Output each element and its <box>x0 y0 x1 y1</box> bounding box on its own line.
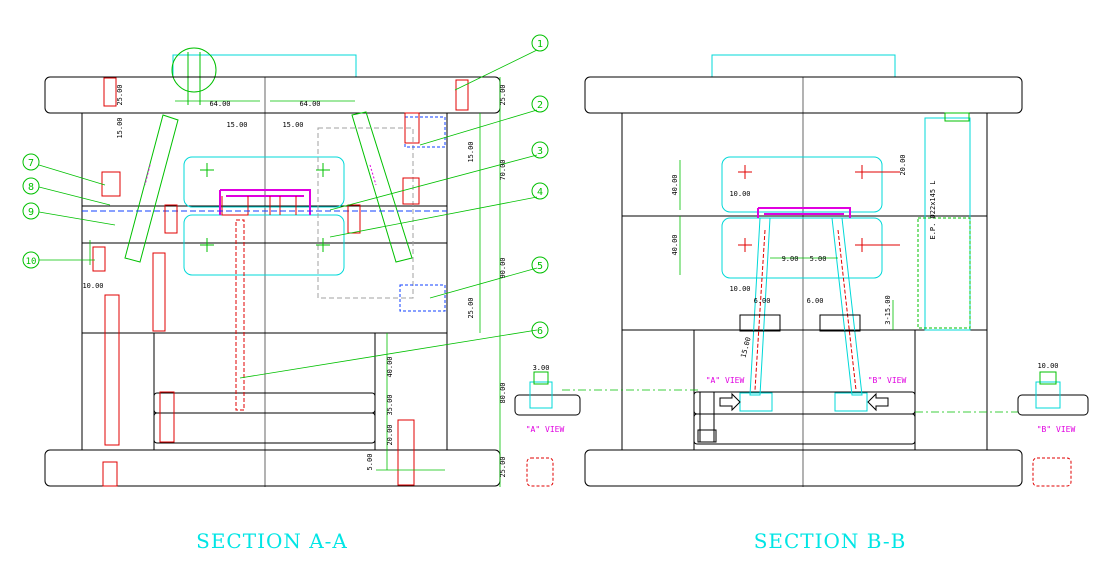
core-plate-b <box>621 215 988 331</box>
label-a-view-detail: "A" VIEW <box>526 425 565 434</box>
lifter-right-a <box>351 111 413 263</box>
dim-b-center-right: 5.00 <box>810 255 827 263</box>
dim-b-small-top: 10.00 <box>729 190 750 198</box>
arrow-a-view <box>719 392 741 412</box>
top-clamp-plate-a <box>44 76 501 114</box>
leader-lines-a <box>38 49 538 379</box>
sprue-circle-a <box>171 47 217 93</box>
ejector-plate-b <box>693 413 916 445</box>
dim-a-left-small: 10.00 <box>82 282 103 290</box>
lifter-left-a <box>124 114 179 263</box>
dimension-lines-a <box>89 77 501 487</box>
cavity-plate-a <box>81 112 448 207</box>
dim-a-right-5: 90.00 <box>499 257 507 278</box>
label-b-view-detail: "B" VIEW <box>1037 425 1076 434</box>
slide-outline-a <box>317 127 414 299</box>
section-title-a: SECTION A-A <box>196 529 348 553</box>
spacer-right-b <box>914 329 988 451</box>
callout-10: 10 <box>26 257 37 267</box>
lifter-right-b <box>831 217 863 396</box>
dim-a-right-6: 80.00 <box>499 382 507 403</box>
dim-a-lower-2: 35.00 <box>386 394 394 415</box>
core-insert-a <box>183 214 345 276</box>
section-b-b <box>562 54 1023 487</box>
callout-9: 9 <box>28 207 34 218</box>
core-plate-a <box>81 205 448 244</box>
detail-b-dim: 10.00 <box>1037 362 1058 370</box>
callout-3: 3 <box>537 146 543 157</box>
core-insert-b <box>721 217 883 279</box>
callout-8: 8 <box>28 182 34 193</box>
detail-view-b <box>1017 371 1089 487</box>
dim-b-low-right: 6.00 <box>807 297 824 305</box>
cavity-insert-b <box>721 156 883 213</box>
dim-a-right-4: 25.00 <box>467 297 475 318</box>
dim-a-left-mid: 15.00 <box>116 117 124 138</box>
dim-b-small-right: 20.00 <box>899 154 907 175</box>
ejector-retainer-a <box>153 392 376 414</box>
section-a-a <box>38 47 538 487</box>
dim-b-v-left-2: 40.00 <box>671 234 679 255</box>
ejector-retainer-b <box>693 391 916 415</box>
cylinder-bottom-a <box>399 284 446 312</box>
section-title-b: SECTION B-B <box>754 529 907 553</box>
dim-a-left-vertical: 25.00 <box>116 84 124 105</box>
arrow-b-view <box>867 392 889 412</box>
callout-7: 7 <box>28 158 34 169</box>
cavity-insert-a <box>183 156 345 208</box>
lifter-block-right-b <box>819 314 861 332</box>
callout-6: 6 <box>537 326 543 337</box>
label-a-view: "A" VIEW <box>706 376 745 385</box>
dim-a-right-top: 64.00 <box>299 100 320 108</box>
dim-a-right-3: 15.00 <box>467 141 475 162</box>
detail-view-a <box>514 371 581 487</box>
dim-a-lower-1: 40.00 <box>386 356 394 377</box>
dim-b-ejector-note: E.P. Ø22x145 L <box>929 180 937 239</box>
dim-a-angle-right: 15.00 <box>282 121 303 129</box>
callout-2: 2 <box>537 100 543 111</box>
support-plate-a <box>81 242 448 334</box>
dim-b-angle-small: 15.00 <box>739 336 752 358</box>
dim-b-angled: 3-15.00 <box>884 295 892 325</box>
dim-a-right-1: 25.00 <box>499 84 507 105</box>
bottom-clamp-plate-a <box>44 449 501 487</box>
bottom-clamp-plate-b <box>584 449 1023 487</box>
callout-1: 1 <box>537 39 543 50</box>
dim-a-lower-4: 5.00 <box>366 454 374 471</box>
screws-a <box>92 77 469 487</box>
lifter-block-left-b <box>739 314 781 332</box>
dim-b-low-left-2: 6.00 <box>754 297 771 305</box>
detail-a-dim: 3.00 <box>533 364 550 372</box>
dim-b-center-left: 9.00 <box>782 255 799 263</box>
lifter-left-b <box>749 217 771 396</box>
label-b-view: "B" VIEW <box>868 376 907 385</box>
dim-a-lower-3: 20.00 <box>386 424 394 445</box>
callout-4: 4 <box>537 187 543 198</box>
dim-a-angle-left: 15.00 <box>226 121 247 129</box>
core-features-a <box>221 196 297 216</box>
dim-a-right-2: 70.00 <box>499 159 507 180</box>
ejector-plate-a <box>153 412 376 444</box>
locating-ring-b <box>711 54 896 78</box>
molded-part-b <box>757 207 851 218</box>
dim-b-low-left-1: 10.00 <box>729 285 750 293</box>
dim-b-v-left-1: 40.00 <box>671 174 679 195</box>
top-clamp-plate-b <box>584 76 1023 114</box>
callout-5: 5 <box>537 261 543 272</box>
screw-b <box>699 391 715 443</box>
callouts <box>22 34 549 339</box>
spacer-left-a <box>81 332 155 451</box>
center-marks-a <box>200 163 330 252</box>
dim-a-left-top: 64.00 <box>209 100 230 108</box>
dim-a-right-7: 25.00 <box>499 456 507 477</box>
